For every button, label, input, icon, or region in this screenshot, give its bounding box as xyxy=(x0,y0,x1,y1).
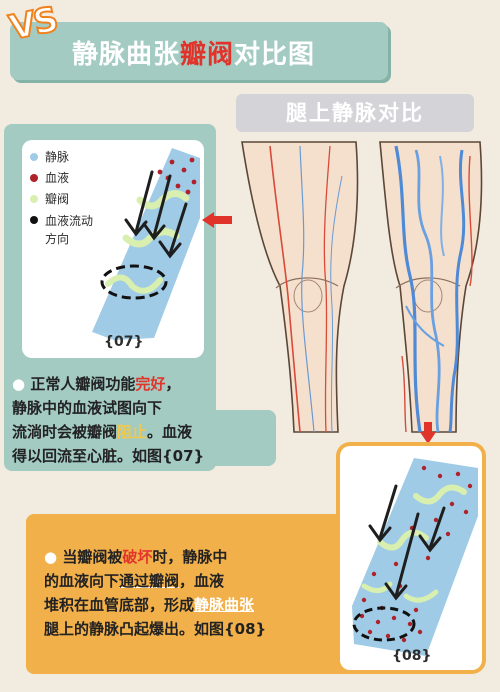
figure-07-label: {07} xyxy=(104,334,144,350)
red-arrow-left-icon xyxy=(202,212,232,228)
vein-damaged-diagram xyxy=(352,458,478,656)
legend-item-valve: 瓣阀 xyxy=(30,189,99,210)
note-panel-extension xyxy=(203,410,276,466)
vein-normal-diagram xyxy=(92,148,200,340)
damaged-valve-note: ● 当瓣阀被破坏时，静脉中 的血液向下通过瓣阀，血液 堆积在血管底部，形成静脉曲… xyxy=(44,548,267,638)
vein-swatch-icon xyxy=(30,153,38,161)
figure-08-card xyxy=(340,446,482,670)
valve-swatch-icon xyxy=(30,195,38,203)
legend-item-blood: 血液 xyxy=(30,168,99,189)
page-title: 静脉曲张瓣阀对比图 xyxy=(72,40,316,70)
legend-item-flow: 血液流动方向 xyxy=(30,210,99,248)
legs-illustration xyxy=(241,141,483,433)
diagram-legend: 静脉 血液 瓣阀 血液流动方向 xyxy=(30,147,99,248)
normal-valve-note: ● 正常人瓣阀功能完好， 静脉中的血液试图向下 流淌时会被瓣阀阻止。血液 得以回… xyxy=(12,375,205,465)
blood-swatch-icon xyxy=(30,174,38,182)
title-highlight: 瓣阀 xyxy=(180,40,235,70)
bullet-icon: ● xyxy=(44,548,58,566)
figure-07-card xyxy=(22,140,204,358)
red-arrow-down-icon xyxy=(420,422,436,444)
figure-08-label: {08} xyxy=(392,648,432,664)
title-bar: 静脉曲张瓣阀对比图 xyxy=(10,22,388,80)
legs-comparison-label: 腿上静脉对比 xyxy=(236,94,474,132)
bullet-icon: ● xyxy=(12,375,26,393)
flow-swatch-icon xyxy=(30,216,38,224)
legend-item-vein: 静脉 xyxy=(30,147,99,168)
